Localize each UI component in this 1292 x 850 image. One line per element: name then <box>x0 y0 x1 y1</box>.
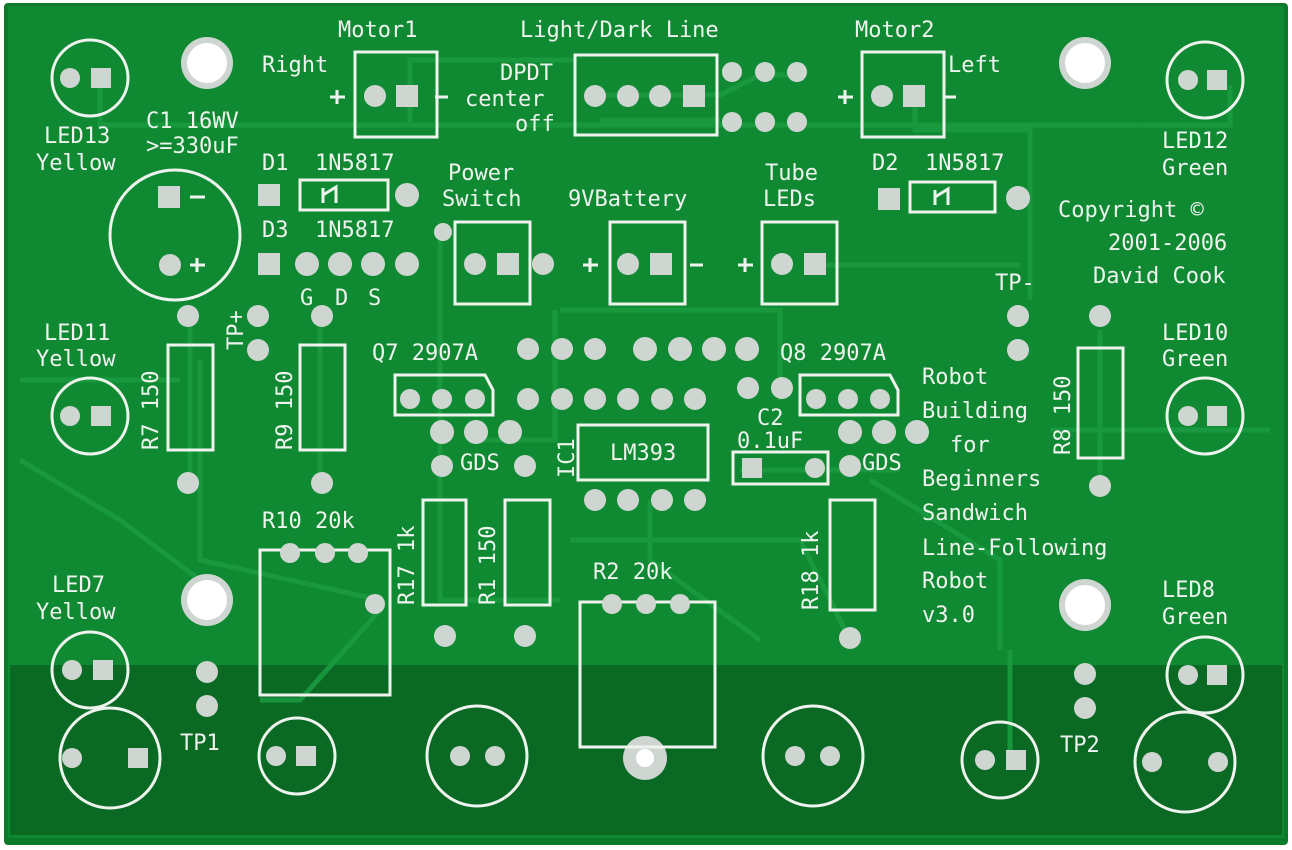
label-lm393: LM393 <box>610 441 676 466</box>
label-led8: LED8 <box>1162 578 1215 603</box>
label-version: v3.0 <box>922 603 975 628</box>
label-q8: Q8 2907A <box>780 341 886 366</box>
mounting-holes <box>181 37 1111 780</box>
label-q7: Q7 2907A <box>372 341 478 366</box>
label-motor1: Motor1 <box>338 18 417 43</box>
label-ic1: IC1 <box>555 438 580 478</box>
silkscreen-outlines <box>50 38 1245 814</box>
label-tp2: TP2 <box>1060 733 1100 758</box>
label-tp-minus: TP- <box>995 271 1035 296</box>
component-pads <box>60 62 1228 772</box>
label-d2: D2 <box>872 151 899 176</box>
label-led7: LED7 <box>52 573 105 598</box>
label-switch: Switch <box>442 187 521 212</box>
label-r7: R7 150 <box>139 371 164 450</box>
copper-traces <box>18 57 1270 750</box>
label-r2: R2 20k <box>593 560 672 585</box>
label-led12-color: Green <box>1162 156 1228 181</box>
label-robot: Robot <box>922 365 988 390</box>
label-led11-color: Yellow <box>36 347 116 372</box>
label-r8: R8 150 <box>1051 376 1076 455</box>
label-motor2: Motor2 <box>855 18 934 43</box>
label-off: off <box>515 112 555 137</box>
label-line-following: Line-Following <box>922 536 1107 561</box>
label-beginners: Beginners <box>922 467 1041 492</box>
label-leds: LEDs <box>763 187 816 212</box>
label-r17: R17 1k <box>395 526 420 605</box>
label-led8-color: Green <box>1162 605 1228 630</box>
label-c2: C2 <box>757 406 784 431</box>
label-robot-2: Robot <box>922 569 988 594</box>
label-tp-plus: TP+ <box>224 310 249 350</box>
label-for: for <box>950 433 990 458</box>
label-c1-value: >=330uF <box>146 134 239 159</box>
label-g: G <box>300 286 313 311</box>
label-d: D <box>335 286 348 311</box>
label-led12: LED12 <box>1162 129 1228 154</box>
label-center: center <box>465 87 544 112</box>
label-led13: LED13 <box>44 124 110 149</box>
label-power: Power <box>448 161 514 186</box>
label-s: S <box>368 286 381 311</box>
label-copyright: Copyright © <box>1058 198 1204 223</box>
label-led11: LED11 <box>44 321 110 346</box>
label-author: David Cook <box>1093 264 1225 289</box>
silkscreen-text: Motor1 Right Light/Dark Line DPDT center… <box>36 18 1228 758</box>
label-r10: R10 20k <box>262 509 355 534</box>
label-d1: D1 <box>262 151 289 176</box>
label-r1: R1 150 <box>476 526 501 605</box>
label-c2-value: 0.1uF <box>737 429 803 454</box>
label-led10-color: Green <box>1162 347 1228 372</box>
label-led13-color: Yellow <box>36 151 116 176</box>
label-d3-part: 1N5817 <box>315 218 394 243</box>
label-right: Right <box>262 53 328 78</box>
label-tube: Tube <box>765 161 818 186</box>
label-d3: D3 <box>262 218 289 243</box>
label-tp1: TP1 <box>180 731 220 756</box>
label-led7-color: Yellow <box>36 600 116 625</box>
label-d1-part: 1N5817 <box>315 151 394 176</box>
label-c1: C1 16WV <box>146 109 239 134</box>
label-dpdt: DPDT <box>500 61 553 86</box>
label-building: Building <box>922 399 1028 424</box>
label-r18: R18 1k <box>799 531 824 610</box>
label-light-dark-line: Light/Dark Line <box>520 18 719 43</box>
label-sandwich: Sandwich <box>922 501 1028 526</box>
polarity-marks <box>190 90 956 272</box>
label-d2-part: 1N5817 <box>925 151 1004 176</box>
label-9v-battery: 9VBattery <box>568 187 687 212</box>
label-r9: R9 150 <box>273 371 298 450</box>
label-gds-left: GDS <box>460 451 500 476</box>
label-years: 2001-2006 <box>1108 231 1227 256</box>
label-left: Left <box>948 53 1001 78</box>
label-led10: LED10 <box>1162 321 1228 346</box>
label-gds-right: GDS <box>862 451 902 476</box>
